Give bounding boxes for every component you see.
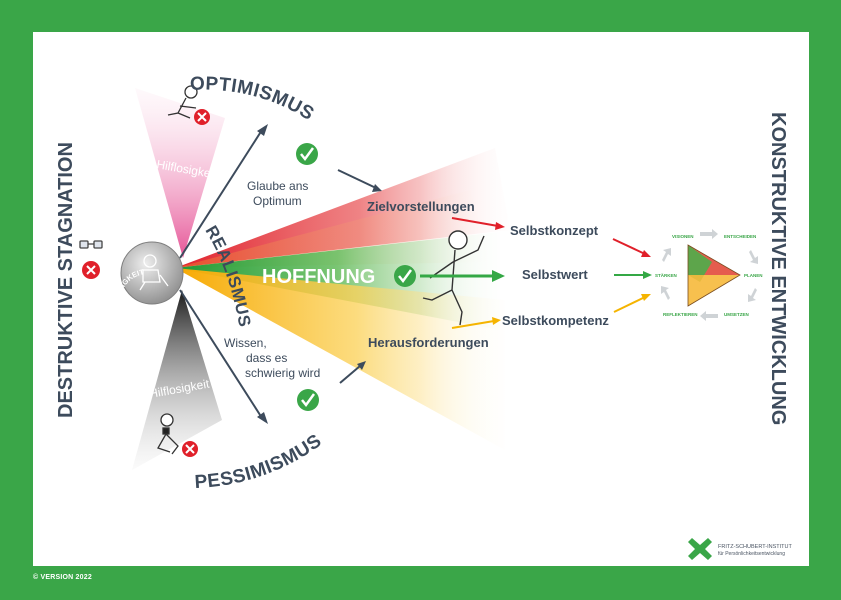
circle-figure-icon — [139, 254, 169, 291]
arrow-to-ziel — [337, 169, 377, 189]
logo-line1: FRITZ-SCHUBERT-INSTITUT — [718, 544, 792, 550]
cycle-entscheiden: ENTSCHEIDEN — [724, 234, 756, 239]
arrow-to-heraus — [339, 365, 361, 384]
cycle-arrow-1 — [700, 229, 718, 239]
black-wedge — [132, 290, 222, 470]
arrow-out-green-head — [643, 271, 652, 279]
glasses-icon — [79, 240, 103, 249]
hilflosigkeit-circle — [120, 241, 184, 305]
cycle-triangle-green — [688, 245, 712, 282]
arrow-yellow — [451, 320, 495, 329]
ray-bottom-head — [257, 412, 268, 424]
cycle-reflektieren: REFLEKTIEREN — [663, 312, 698, 317]
note-bottom-line2: dass es — [246, 351, 287, 365]
cycle-arrow-6 — [662, 248, 671, 262]
running-figure-icon — [422, 230, 485, 326]
ray-bottom — [179, 289, 263, 419]
cycle-planen: PLANEN — [744, 273, 763, 278]
arrow-out-red — [612, 238, 646, 255]
arrow-to-heraus-head — [357, 361, 366, 370]
relaxing-figure-icon — [167, 85, 198, 119]
arrow-red — [451, 217, 499, 227]
ziel-label: Zielvorstellungen — [367, 199, 475, 214]
note-top-line1: Glaube ans — [247, 179, 308, 193]
cycle-arrow-3 — [748, 288, 757, 302]
arrow-out-yellow-head — [641, 294, 651, 301]
cycle-visionen: VISIONEN — [672, 234, 694, 239]
version-label: © VERSION 2022 — [33, 574, 92, 581]
pessimismus-label: PESSIMISMUS — [194, 430, 326, 493]
note-top-line2: Optimum — [253, 194, 302, 208]
arrow-out-red-head — [641, 250, 651, 257]
cycle-staerken: STÄRKEN — [655, 272, 677, 278]
arrow-to-ziel-head — [372, 184, 382, 192]
arrow-yellow-head — [492, 317, 501, 325]
x-icon-left — [82, 261, 100, 279]
ray-top — [179, 129, 263, 259]
x-icon-top — [194, 109, 210, 125]
sitting-figure-icon — [157, 413, 179, 455]
cone-fade — [420, 140, 530, 460]
cycle-diagram: VISIONEN ENTSCHEIDEN STÄRKEN PLANEN REFL… — [655, 229, 763, 321]
outcome-konzept: Selbstkonzept — [510, 223, 599, 238]
right-title: KONSTRUKTIVE ENTWICKLUNG — [767, 112, 789, 425]
cycle-arrow-4 — [700, 311, 718, 321]
x-icon-bottom — [182, 441, 198, 457]
arrow-out-yellow — [613, 296, 646, 313]
note-bottom-line1: Wissen, — [224, 336, 267, 350]
check-icon-bottom — [297, 389, 319, 411]
cycle-arrow-2 — [749, 250, 758, 264]
cycle-arrow-5 — [661, 286, 670, 300]
hope-label: HOFFNUNG — [262, 266, 375, 288]
heraus-label: Herausforderungen — [368, 335, 489, 350]
logo-line2: für Persönlichkeitsentwicklung — [718, 551, 785, 557]
outcome-kompetenz: Selbstkompetenz — [502, 313, 609, 328]
cycle-umsetzen: UMSETZEN — [724, 312, 749, 317]
check-icon-center — [394, 265, 416, 287]
note-bottom-line3: schwierig wird — [245, 366, 320, 380]
left-title: DESTRUKTIVE STAGNATION — [55, 142, 77, 418]
fritz-schubert-logo-icon — [688, 538, 712, 560]
outcome-wert: Selbstwert — [522, 267, 588, 282]
pink-wedge — [135, 88, 225, 258]
arrow-green-head — [492, 270, 505, 282]
check-icon-top — [296, 143, 318, 165]
ray-top-head — [257, 124, 268, 136]
arrow-red-head — [495, 222, 505, 230]
